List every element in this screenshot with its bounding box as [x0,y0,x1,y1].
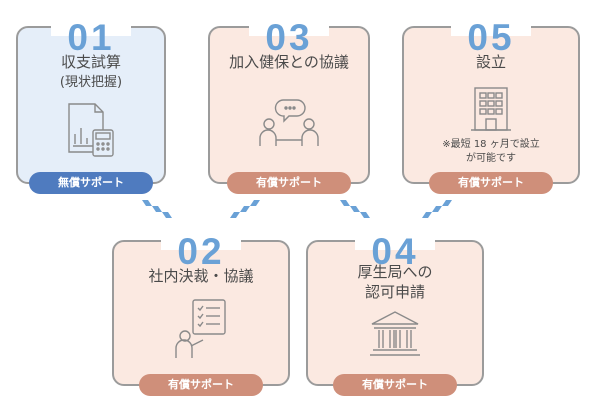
number-backdrop [249,22,329,36]
step-title: 社内決裁・協議 [148,267,254,285]
paid-support-badge: 有償サポート [333,374,457,396]
meeting-discussion-icon [257,96,321,154]
step-card-04: 04 厚生局への 認可申請 有償サポート [306,233,484,396]
step-subtitle: (現状把握) [59,75,123,90]
step-number: 05 [467,17,515,58]
step-number: 03 [265,17,313,58]
flow-arrow-04-to-05 [422,200,452,218]
paid-support-badge: 有償サポート [429,172,553,194]
step-number: 02 [177,231,225,272]
step-card-01: 01 収支試算 (現状把握) 無償サポート [16,19,166,194]
step-number: 04 [371,231,419,272]
step-number: 01 [67,17,115,58]
step-title-line2: 認可申請 [364,283,425,301]
office-building-icon [469,84,513,136]
number-backdrop [161,236,241,250]
presenter-checklist-icon [173,298,229,364]
government-building-icon [368,308,422,362]
step-title: 加入健保との協議 [229,53,349,71]
number-backdrop [355,236,435,250]
number-backdrop [51,22,131,36]
step-card-03: 03 加入健保との協議 有償サポート [208,19,370,194]
establishment-note-line2: が可能です [466,153,516,164]
step-title: 設立 [475,53,506,71]
free-support-badge: 無償サポート [29,172,153,194]
paid-support-badge: 有償サポート [139,374,263,396]
step-card-05: 05 設立 ※最短 18 ヶ月で設立 が可能です 有償サポート [402,19,580,194]
step-card-02: 02 社内決裁・協議 有償サポート [112,233,290,396]
document-calculator-icon [61,100,121,162]
number-backdrop [451,22,531,36]
flow-arrow-01-to-02 [142,200,172,218]
flow-arrow-03-to-04 [340,200,370,218]
flow-arrow-02-to-03 [230,200,260,218]
establishment-note-line1: ※最短 18 ヶ月で設立 [442,139,540,150]
step-title: 収支試算 [60,53,121,71]
step-title-line1: 厚生局への [357,263,433,281]
paid-support-badge: 有償サポート [227,172,351,194]
